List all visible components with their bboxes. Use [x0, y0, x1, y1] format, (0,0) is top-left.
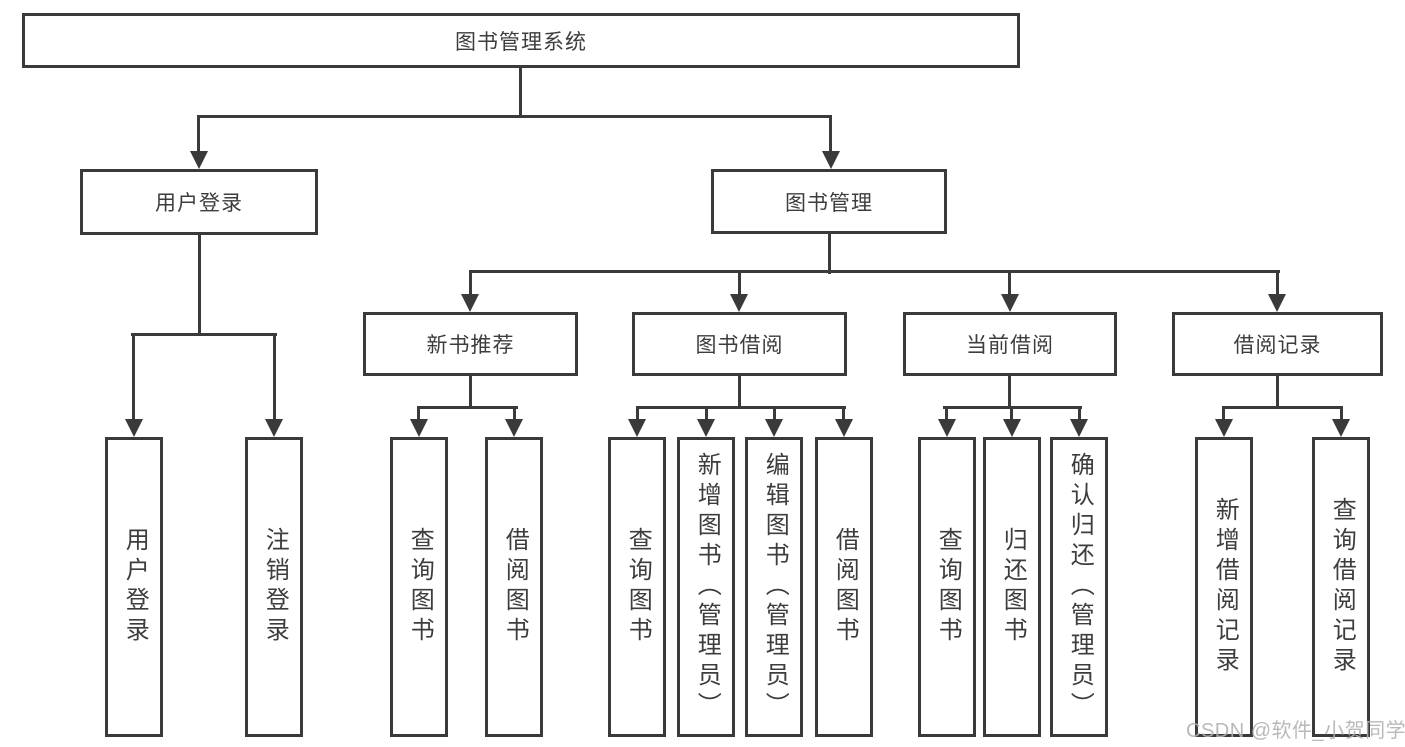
arrow-down-icon — [822, 151, 840, 169]
arrow-down-icon — [265, 419, 283, 437]
node-borrowing-records-label: 借阅记录 — [1233, 334, 1322, 357]
leaf-user-login-label: 用户登录 — [121, 527, 149, 647]
connector-line — [198, 235, 201, 335]
arrow-down-icon — [1070, 419, 1088, 437]
connector-line — [1010, 406, 1013, 421]
arrow-down-icon — [938, 419, 956, 437]
arrow-down-icon — [125, 419, 143, 437]
leaf-confirm-return-admin-label: 确认归还（管理员） — [1066, 452, 1094, 722]
node-new-book-recommend-label: 新书推荐 — [426, 334, 515, 357]
node-current-borrowing: 当前借阅 — [903, 312, 1117, 376]
connector-line — [1276, 270, 1279, 298]
leaf-return-books-label: 归还图书 — [999, 527, 1027, 647]
leaf-query-books-current-label: 查询图书 — [934, 527, 962, 647]
arrow-down-icon — [461, 294, 479, 312]
node-book-management-label: 图书管理 — [785, 191, 873, 215]
leaf-query-books-borrowing: 查询图书 — [608, 437, 666, 737]
node-root-label: 图书管理系统 — [455, 30, 587, 54]
arrow-down-icon — [1001, 294, 1019, 312]
csdn-watermark: CSDN @软件_小贺同学 — [1186, 720, 1405, 742]
leaf-query-books-recommend-label: 查询图书 — [406, 527, 434, 647]
leaf-add-books-admin: 新增图书（管理员） — [677, 437, 735, 737]
node-user-login: 用户登录 — [80, 169, 318, 235]
leaf-edit-books-admin-label: 编辑图书（管理员） — [761, 452, 789, 722]
arrow-down-icon — [1268, 294, 1286, 312]
node-book-management: 图书管理 — [711, 169, 947, 234]
node-borrowing-records: 借阅记录 — [1172, 312, 1383, 376]
connector-line — [829, 115, 832, 153]
connector-line — [273, 333, 276, 421]
leaf-logout-login: 注销登录 — [245, 437, 303, 737]
leaf-borrow-books-borrowing-label: 借阅图书 — [831, 527, 859, 647]
arrow-down-icon — [1003, 419, 1021, 437]
connector-line — [705, 406, 708, 421]
connector-line — [828, 234, 831, 274]
connector-line — [842, 406, 845, 421]
connector-line — [469, 376, 472, 409]
connector-line — [773, 406, 776, 421]
leaf-add-books-admin-label: 新增图书（管理员） — [693, 452, 721, 722]
leaf-confirm-return-admin: 确认归还（管理员） — [1050, 437, 1108, 737]
leaf-query-borrow-record-label: 查询借阅记录 — [1328, 497, 1356, 677]
connector-line — [738, 376, 741, 409]
leaf-borrow-books-borrowing: 借阅图书 — [815, 437, 873, 737]
leaf-user-login: 用户登录 — [105, 437, 163, 737]
connector-line — [513, 406, 516, 421]
connector-line — [1008, 376, 1011, 409]
connector-line — [519, 68, 522, 118]
connector-line — [738, 270, 741, 298]
arrow-down-icon — [730, 294, 748, 312]
node-book-borrowing-label: 图书借阅 — [695, 334, 784, 357]
arrow-down-icon — [505, 419, 523, 437]
connector-line — [1340, 406, 1343, 421]
arrow-down-icon — [190, 151, 208, 169]
connector-line — [469, 270, 472, 298]
connector-line — [1222, 406, 1225, 421]
leaf-add-borrow-record-label: 新增借阅记录 — [1211, 497, 1239, 677]
leaf-query-books-borrowing-label: 查询图书 — [624, 527, 652, 647]
connector-line — [636, 406, 846, 409]
connector-line — [1222, 406, 1343, 409]
node-current-borrowing-label: 当前借阅 — [966, 334, 1054, 357]
connector-line — [417, 406, 420, 421]
arrow-down-icon — [697, 419, 715, 437]
connector-line — [945, 406, 948, 421]
connector-line — [417, 406, 518, 409]
connector-line — [197, 115, 832, 118]
connector-line — [132, 333, 135, 421]
connector-line — [1276, 376, 1279, 409]
leaf-return-books: 归还图书 — [983, 437, 1041, 737]
leaf-borrow-books-recommend: 借阅图书 — [485, 437, 543, 737]
arrow-down-icon — [1332, 419, 1350, 437]
connector-line — [636, 406, 639, 421]
leaf-logout-login-label: 注销登录 — [261, 527, 289, 647]
leaf-query-books-recommend: 查询图书 — [390, 437, 448, 737]
connector-line — [469, 270, 1280, 273]
node-user-login-label: 用户登录 — [155, 192, 243, 215]
node-root: 图书管理系统 — [22, 13, 1020, 68]
connector-line — [1008, 270, 1011, 298]
node-new-book-recommend: 新书推荐 — [363, 312, 578, 376]
connector-line — [197, 115, 200, 153]
arrow-down-icon — [835, 419, 853, 437]
arrow-down-icon — [1215, 419, 1233, 437]
arrow-down-icon — [765, 419, 783, 437]
leaf-edit-books-admin: 编辑图书（管理员） — [745, 437, 803, 737]
leaf-query-books-current: 查询图书 — [918, 437, 976, 737]
arrow-down-icon — [628, 419, 646, 437]
leaf-add-borrow-record: 新增借阅记录 — [1195, 437, 1253, 737]
node-book-borrowing: 图书借阅 — [632, 312, 847, 376]
arrow-down-icon — [410, 419, 428, 437]
connector-line — [131, 333, 277, 336]
connector-line — [1078, 406, 1081, 421]
leaf-query-borrow-record: 查询借阅记录 — [1312, 437, 1370, 737]
leaf-borrow-books-recommend-label: 借阅图书 — [501, 527, 529, 647]
